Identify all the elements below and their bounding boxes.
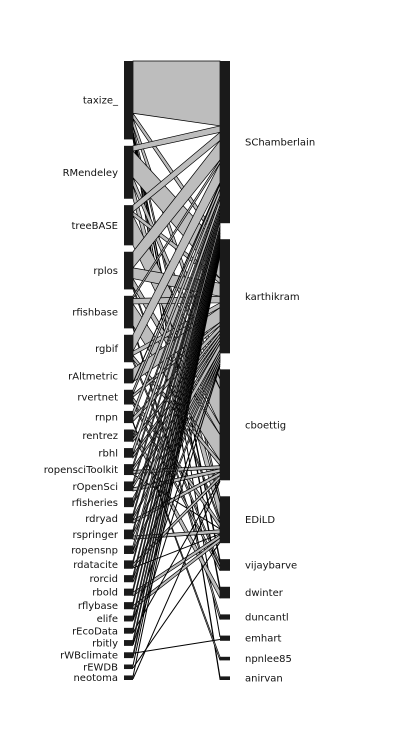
right-node-npnlee85 bbox=[220, 656, 230, 661]
right-label-emhart: emhart bbox=[245, 634, 281, 645]
right-label-SChamberlain: SChamberlain bbox=[245, 138, 315, 149]
left-node-rspringer bbox=[124, 529, 133, 540]
link-taxize_-SChamberlain bbox=[132, 60, 221, 127]
left-node-rfishbase bbox=[124, 295, 133, 329]
left-node-rfisheries bbox=[124, 497, 133, 508]
right-label-anirvan: anirvan bbox=[245, 674, 283, 685]
left-column: taxize_ RMendeley treeBASE rplos rfishbase rg… bbox=[44, 61, 133, 684]
left-node-rplos bbox=[124, 251, 133, 290]
right-node-anirvan bbox=[220, 676, 230, 680]
left-label-neotoma: neotoma bbox=[73, 673, 118, 684]
left-label-ropensciToolkit: ropensciToolkit bbox=[44, 465, 118, 476]
left-label-rbhl: rbhl bbox=[98, 448, 118, 459]
left-label-rEWDB: rEWDB bbox=[83, 662, 118, 673]
left-node-rOpenSci bbox=[124, 481, 133, 492]
left-node-rdatacite bbox=[124, 560, 133, 569]
left-label-rbold: rbold bbox=[92, 588, 118, 599]
left-node-rEcoData bbox=[124, 627, 133, 634]
left-label-rflybase: rflybase bbox=[78, 601, 118, 612]
left-label-rWBclimate: rWBclimate bbox=[60, 651, 118, 662]
left-label-rspringer: rspringer bbox=[72, 530, 118, 541]
right-node-vijaybarve bbox=[220, 559, 230, 571]
left-node-rbold bbox=[124, 588, 133, 596]
right-node-duncantl bbox=[220, 614, 230, 620]
link-rWBclimate-emhart bbox=[132, 639, 221, 654]
right-label-dwinter: dwinter bbox=[245, 588, 284, 599]
left-label-elife: elife bbox=[97, 614, 118, 625]
left-node-rEWDB bbox=[124, 664, 133, 670]
left-node-taxize_ bbox=[124, 61, 133, 140]
link-neotoma-SChamberlain bbox=[132, 254, 221, 677]
link-neotoma-cboettig bbox=[132, 480, 221, 680]
right-label-vijaybarve: vijaybarve bbox=[245, 560, 297, 571]
left-node-rdryad bbox=[124, 513, 133, 524]
link-ropensciToolkit-EDiLD bbox=[132, 473, 221, 530]
right-label-cboettig: cboettig bbox=[245, 420, 286, 431]
left-node-rnpn bbox=[124, 410, 133, 424]
right-node-SChamberlain bbox=[220, 61, 230, 224]
left-node-rgbif bbox=[124, 334, 133, 363]
right-node-cboettig bbox=[220, 369, 230, 481]
left-node-treeBASE bbox=[124, 205, 133, 246]
right-node-dwinter bbox=[220, 586, 230, 599]
left-node-RMendeley bbox=[124, 145, 133, 199]
right-node-karthikram bbox=[220, 239, 230, 354]
left-label-rAltmetric: rAltmetric bbox=[68, 372, 118, 383]
left-label-ropensnp: ropensnp bbox=[71, 545, 118, 556]
left-label-rvertnet: rvertnet bbox=[77, 393, 118, 404]
link-rbold-EDiLD bbox=[132, 534, 221, 597]
left-node-rvertnet bbox=[124, 389, 133, 405]
link-rAltmetric-SChamberlain bbox=[132, 183, 221, 383]
left-node-rentrez bbox=[124, 429, 133, 442]
left-label-rdryad: rdryad bbox=[85, 514, 118, 525]
left-label-rfisheries: rfisheries bbox=[72, 498, 118, 509]
left-label-rorcid: rorcid bbox=[89, 574, 118, 585]
left-label-rfishbase: rfishbase bbox=[72, 308, 118, 319]
left-node-rWBclimate bbox=[124, 652, 133, 659]
left-node-rorcid bbox=[124, 575, 133, 583]
left-node-rbitly bbox=[124, 640, 133, 646]
left-label-rplos: rplos bbox=[93, 266, 118, 277]
left-node-ropensciToolkit bbox=[124, 464, 133, 476]
right-label-karthikram: karthikram bbox=[245, 292, 300, 303]
left-label-taxize_: taxize_ bbox=[83, 96, 119, 107]
left-label-rentrez: rentrez bbox=[82, 431, 118, 442]
link-rEWDB-SChamberlain bbox=[132, 253, 221, 666]
right-node-emhart bbox=[220, 635, 230, 641]
left-node-neotoma bbox=[124, 675, 133, 680]
left-node-rflybase bbox=[124, 602, 133, 610]
left-node-rAltmetric bbox=[124, 368, 133, 384]
left-node-ropensnp bbox=[124, 545, 133, 554]
right-label-EDiLD: EDiLD bbox=[245, 515, 275, 526]
link-layer bbox=[132, 60, 221, 681]
right-node-EDiLD bbox=[220, 496, 230, 544]
left-label-rbitly: rbitly bbox=[92, 638, 118, 649]
left-node-elife bbox=[124, 615, 133, 622]
left-label-treeBASE: treeBASE bbox=[72, 221, 118, 232]
left-label-rdatacite: rdatacite bbox=[73, 560, 118, 571]
left-label-rnpn: rnpn bbox=[95, 413, 118, 424]
left-label-rEcoData: rEcoData bbox=[72, 626, 118, 637]
left-label-rgbif: rgbif bbox=[95, 344, 118, 355]
left-node-rbhl bbox=[124, 448, 133, 458]
right-label-duncantl: duncantl bbox=[245, 612, 289, 623]
right-label-npnlee85: npnlee85 bbox=[245, 654, 292, 665]
left-label-RMendeley: RMendeley bbox=[63, 168, 118, 179]
left-label-rOpenSci: rOpenSci bbox=[73, 482, 118, 493]
